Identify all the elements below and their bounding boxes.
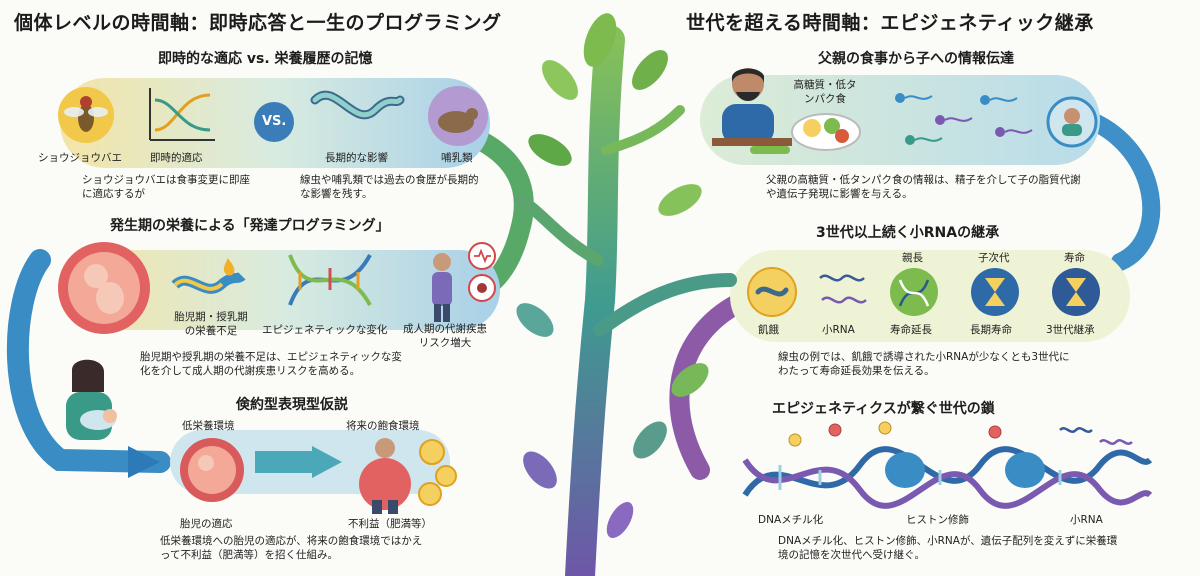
panel-development <box>70 250 500 330</box>
right-flow-band <box>1081 111 1161 271</box>
heart-monitor-icon <box>468 242 496 270</box>
right-purple-band <box>669 290 755 480</box>
nutrient-ribbon-icon <box>171 258 246 294</box>
adaptation-graph-icon <box>149 88 215 141</box>
dna-helix-icon <box>288 254 372 306</box>
top-label-3: 寿命 <box>1064 252 1085 264</box>
epigenetic-change-label: エピジェネティックな変化 <box>262 324 388 336</box>
smallrna-section-title: 3世代以上続く小RNAの継承 <box>816 225 1000 241</box>
chain-desc: DNAメチル化、ヒストン修飾、小RNAが、遺伝子配列を変えずに栄養環境の記憶を次… <box>778 535 1118 561</box>
vs-badge <box>254 102 294 142</box>
disease-risk-label: 成人期の代謝疾患リスク増大 <box>403 323 487 349</box>
mammal-label: 哺乳類 <box>441 152 473 164</box>
immediate-desc-left: ショウジョウバエは食事変更に即座に適応するが <box>82 174 250 200</box>
leaves <box>516 13 709 539</box>
small-rna-chain-label: 小RNA <box>1070 514 1103 526</box>
longterm-label: 長期的な影響 <box>325 152 388 164</box>
obese-person-icon <box>359 438 411 514</box>
item-three-gen: 3世代継承 <box>1046 324 1095 336</box>
left-main-title: 個体レベルの時間軸：即時応答と一生のプログラミング <box>14 12 502 34</box>
fetal-adapt-label: 胎児の適応 <box>180 518 233 530</box>
item-starvation: 飢餓 <box>758 324 779 336</box>
father-icon <box>712 68 792 146</box>
sperm-icons <box>895 93 1033 145</box>
food-label: 高糖質・低タンパク食 <box>793 79 857 105</box>
undernutrition-label: 胎児期・授乳期の栄養不足 <box>174 311 248 337</box>
dna-methylation-label: DNAメチル化 <box>758 514 824 526</box>
epigenetic-dna-chain <box>742 421 1153 509</box>
development-desc: 胎児期や授乳期の栄養不足は、エピジェネティックな変化を介して成人期の代謝疾患リス… <box>140 351 402 377</box>
item-lifespan-extension: 寿命延長 <box>890 324 932 336</box>
histone-label: ヒストン修飾 <box>906 514 969 526</box>
disadvantage-label: 不利益（肥満等） <box>348 518 432 530</box>
thrifty-desc: 低栄養環境への胎児の適応が、将来の飽食環境ではかえって不利益（肥満等）を招く仕組… <box>160 535 423 561</box>
smallrna-desc: 線虫の例では、飢餓で誘導された小RNAが少なくとも3世代にわたって寿命延長効果を… <box>778 351 1070 377</box>
thrifty-section-title: 倹約型表現型仮説 <box>236 397 348 413</box>
small-rna-icon <box>819 274 867 304</box>
chain-section-title: エピジェネティクスが繋ぐ世代の鎖 <box>772 401 995 417</box>
mother-baby-icon <box>66 359 117 440</box>
development-section-title: 発生期の栄養による「発達プログラミング」 <box>110 218 390 234</box>
tree-trunk <box>565 25 625 576</box>
immediate-desc-right: 線虫や哺乳類では過去の食歴が長期的な影響を残す。 <box>300 174 479 200</box>
meal-plate-icon <box>750 113 861 154</box>
immediate-label: 即時的適応 <box>150 152 203 164</box>
fly-label: ショウジョウバエ <box>38 152 122 164</box>
top-label-2: 子次代 <box>978 252 1010 264</box>
left-flow-band <box>6 249 171 473</box>
paternal-section-title: 父親の食事から子への情報伝達 <box>818 51 1014 67</box>
right-main-title: 世代を超える時間軸：エピジェネティック継承 <box>686 12 1094 34</box>
hourglass-icon-1 <box>971 268 1019 316</box>
tree-branch-top <box>601 105 685 155</box>
vs-label: VS. <box>262 114 287 129</box>
hourglass-icon-2 <box>1052 268 1100 316</box>
adult-person-icon <box>432 253 452 322</box>
top-label-1: 親長 <box>902 252 923 264</box>
future-env-label: 将来の飽食環境 <box>346 420 420 432</box>
tree-branch-left <box>514 194 604 266</box>
fat-cells-icon <box>418 439 457 506</box>
low-env-label: 低栄養環境 <box>182 420 235 432</box>
item-small-rna: 小RNA <box>822 324 855 336</box>
tree-branch-right <box>593 273 737 337</box>
item-long-lifespan: 長期寿命 <box>970 324 1012 336</box>
immediate-section-title: 即時的な適応 vs. 栄養履歴の記憶 <box>158 51 373 67</box>
paternal-desc: 父親の高糖質・低タンパク食の情報は、精子を介して子の脂質代謝や遺伝子発現に影響を… <box>766 174 1081 200</box>
